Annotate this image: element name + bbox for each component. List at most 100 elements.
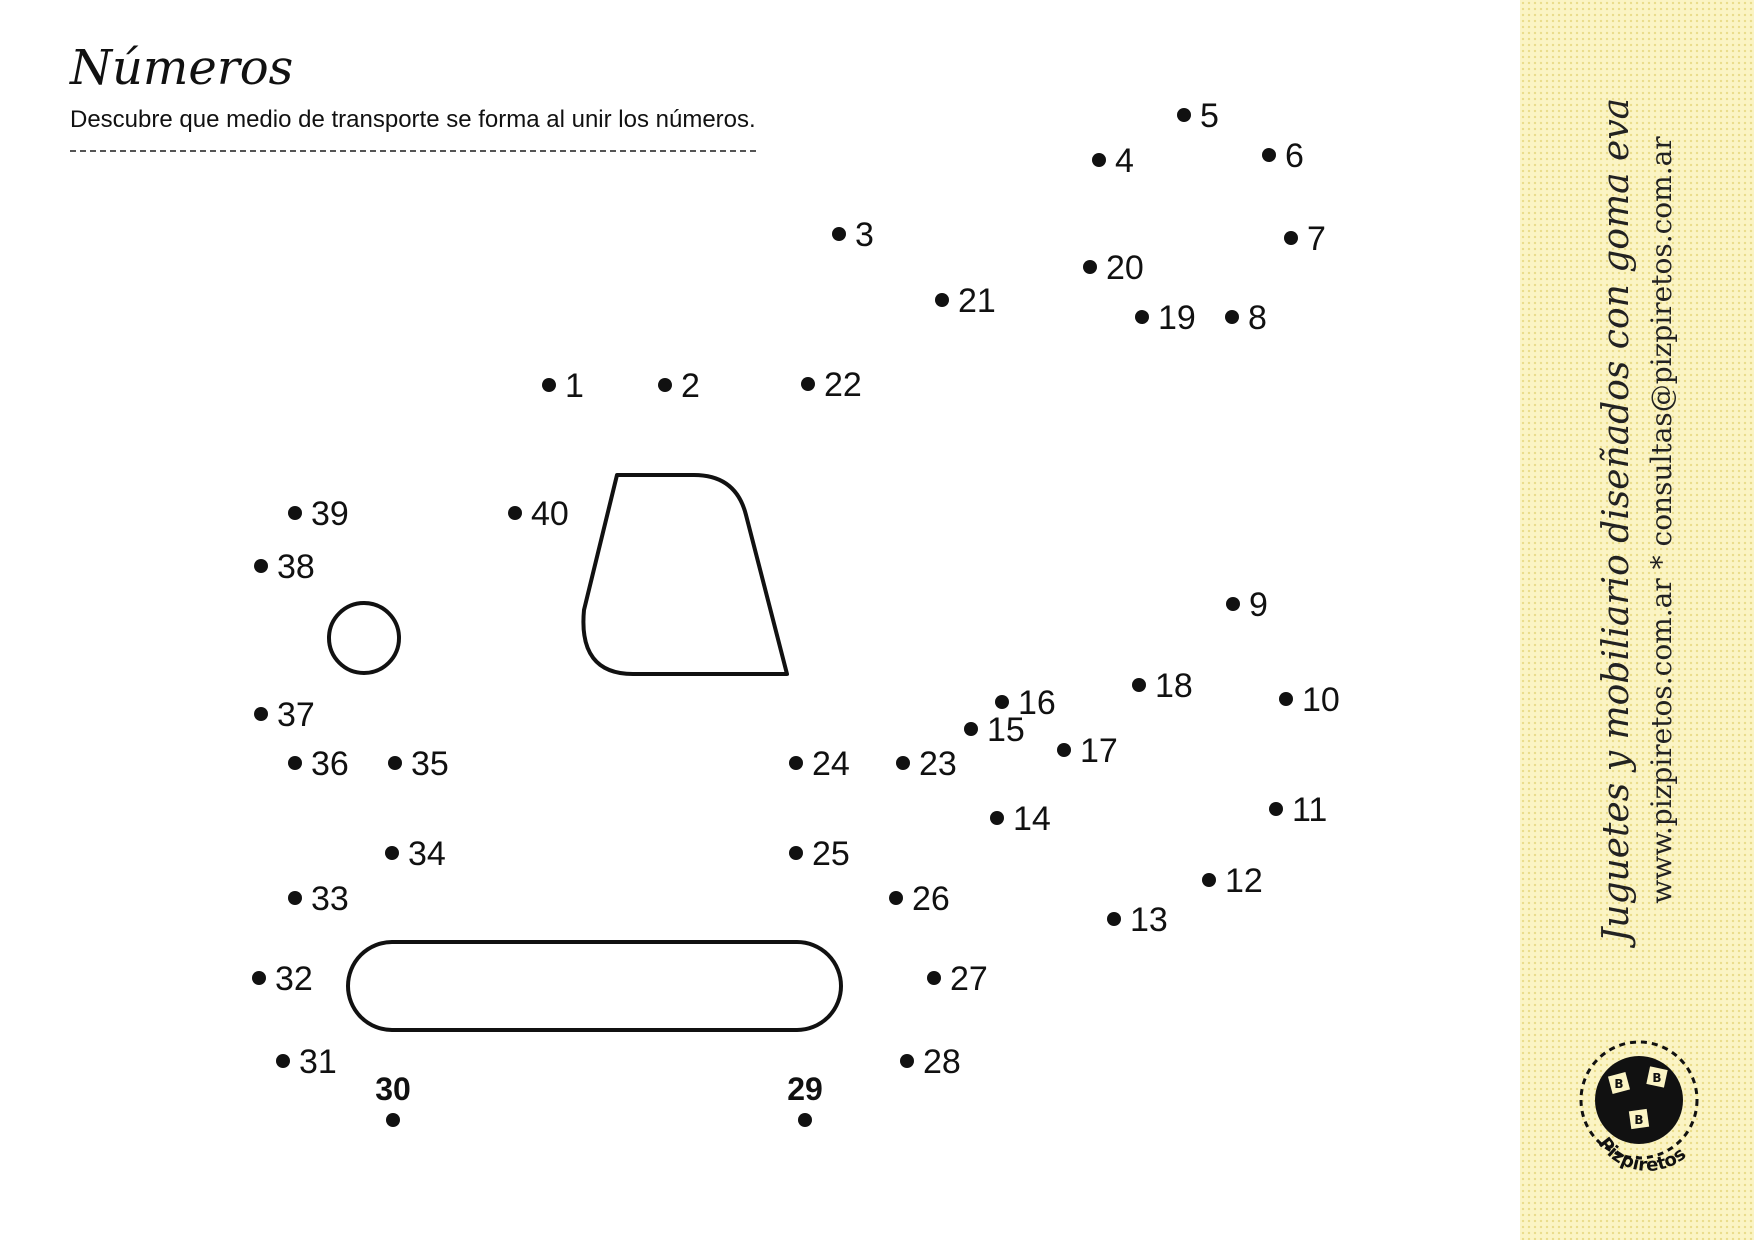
dot-marker [252, 971, 266, 985]
dot-number-label: 40 [531, 495, 569, 533]
cabin-window-shape [581, 473, 789, 676]
dot-16: 16 [995, 684, 1056, 722]
dot-number-label: 20 [1106, 249, 1144, 287]
dot-marker [1202, 873, 1216, 887]
dot-number-label: 26 [912, 880, 950, 918]
dot-17: 17 [1057, 732, 1118, 770]
dot-22: 22 [801, 366, 862, 404]
dot-14: 14 [990, 800, 1051, 838]
dot-26: 26 [889, 880, 950, 918]
dot-marker [288, 506, 302, 520]
dot-number-label: 4 [1115, 142, 1134, 180]
dot-marker [935, 293, 949, 307]
dot-number-label: 32 [275, 960, 313, 998]
dot-number-label: 30 [375, 1071, 411, 1107]
dot-13: 13 [1107, 901, 1168, 939]
dot-marker [1083, 260, 1097, 274]
dot-9: 9 [1226, 586, 1268, 624]
dot-marker [1226, 597, 1240, 611]
dot-number-label: 27 [950, 960, 988, 998]
dot-marker [990, 811, 1004, 825]
dot-23: 23 [896, 745, 957, 783]
dot-number-label: 33 [311, 880, 349, 918]
dot-marker [832, 227, 846, 241]
sidebar-vertical-text: Juguetes y mobiliario diseñados con goma… [1592, 98, 1682, 942]
dot-number-label: 22 [824, 366, 862, 404]
dot-marker [889, 891, 903, 905]
dot-18: 18 [1132, 667, 1193, 705]
dot-marker [658, 378, 672, 392]
dot-21: 21 [935, 282, 996, 320]
dot-number-label: 19 [1158, 299, 1196, 337]
dot-32: 32 [252, 960, 313, 998]
dot-number-label: 28 [923, 1043, 961, 1081]
dot-3: 3 [832, 216, 874, 254]
dot-28: 28 [900, 1043, 961, 1081]
dot-number-label: 2 [681, 367, 700, 405]
dot-33: 33 [288, 880, 349, 918]
dot-40: 40 [508, 495, 569, 533]
email-link[interactable]: consultas@pizpiretos.com.ar [1645, 136, 1678, 547]
dot-marker [798, 1113, 812, 1127]
dot-number-label: 23 [919, 745, 957, 783]
dot-marker [789, 846, 803, 860]
dot-marker [896, 756, 910, 770]
dot-marker [1092, 153, 1106, 167]
dot-39: 39 [288, 495, 349, 533]
dot-25: 25 [789, 835, 850, 873]
dot-number-label: 15 [987, 711, 1025, 749]
dot-number-label: 12 [1225, 862, 1263, 900]
website-link[interactable]: www.pizpiretos.com.ar [1645, 578, 1678, 904]
page-title: Números [70, 40, 294, 96]
dot-marker [801, 377, 815, 391]
worksheet-page: Números Descubre que medio de transporte… [70, 40, 1340, 1127]
hull-window-shape [346, 940, 843, 1032]
dot-number-label: 14 [1013, 800, 1051, 838]
dot-4: 4 [1092, 142, 1134, 180]
dot-marker [254, 707, 268, 721]
dot-2: 2 [658, 367, 700, 405]
dot-38: 38 [254, 548, 315, 586]
dot-marker [1135, 310, 1149, 324]
dot-29: 29 [787, 1071, 823, 1127]
dot-6: 6 [1262, 137, 1304, 175]
dot-marker [1057, 743, 1071, 757]
svg-text:B: B [1614, 1077, 1623, 1091]
dot-number-label: 35 [411, 745, 449, 783]
dot-20: 20 [1083, 249, 1144, 287]
dot-8: 8 [1225, 299, 1267, 337]
dot-marker [1177, 108, 1191, 122]
contact-separator: * [1645, 555, 1678, 570]
dot-19: 19 [1135, 299, 1196, 337]
dot-marker [1262, 148, 1276, 162]
dot-number-label: 6 [1285, 137, 1304, 175]
dot-marker [288, 756, 302, 770]
svg-text:B: B [1652, 1071, 1661, 1085]
dot-37: 37 [254, 696, 315, 734]
dot-number-label: 11 [1292, 791, 1327, 829]
dot-number-label: 37 [277, 696, 315, 734]
dot-number-label: 17 [1080, 732, 1118, 770]
dot-36: 36 [288, 745, 349, 783]
brand-sidebar: Juguetes y mobiliario diseñados con goma… [1520, 0, 1754, 1240]
dot-marker [388, 756, 402, 770]
dot-35: 35 [388, 745, 449, 783]
dot-1: 1 [542, 367, 584, 405]
dot-marker [385, 846, 399, 860]
dot-number-label: 25 [812, 835, 850, 873]
dot-number-label: 29 [787, 1071, 823, 1107]
dot-number-label: 31 [299, 1043, 337, 1081]
dot-15: 15 [964, 711, 1025, 749]
dot-27: 27 [927, 960, 988, 998]
dot-marker [789, 756, 803, 770]
dot-34: 34 [385, 835, 446, 873]
dashed-writing-line [70, 150, 756, 152]
dot-7: 7 [1284, 220, 1326, 258]
dot-number-label: 8 [1248, 299, 1267, 337]
dot-10: 10 [1279, 681, 1340, 719]
dot-number-label: 34 [408, 835, 446, 873]
dot-number-label: 5 [1200, 97, 1219, 135]
pizpiretos-logo: B B B Pizpiretos [1579, 1040, 1699, 1176]
dot-marker [1279, 692, 1293, 706]
